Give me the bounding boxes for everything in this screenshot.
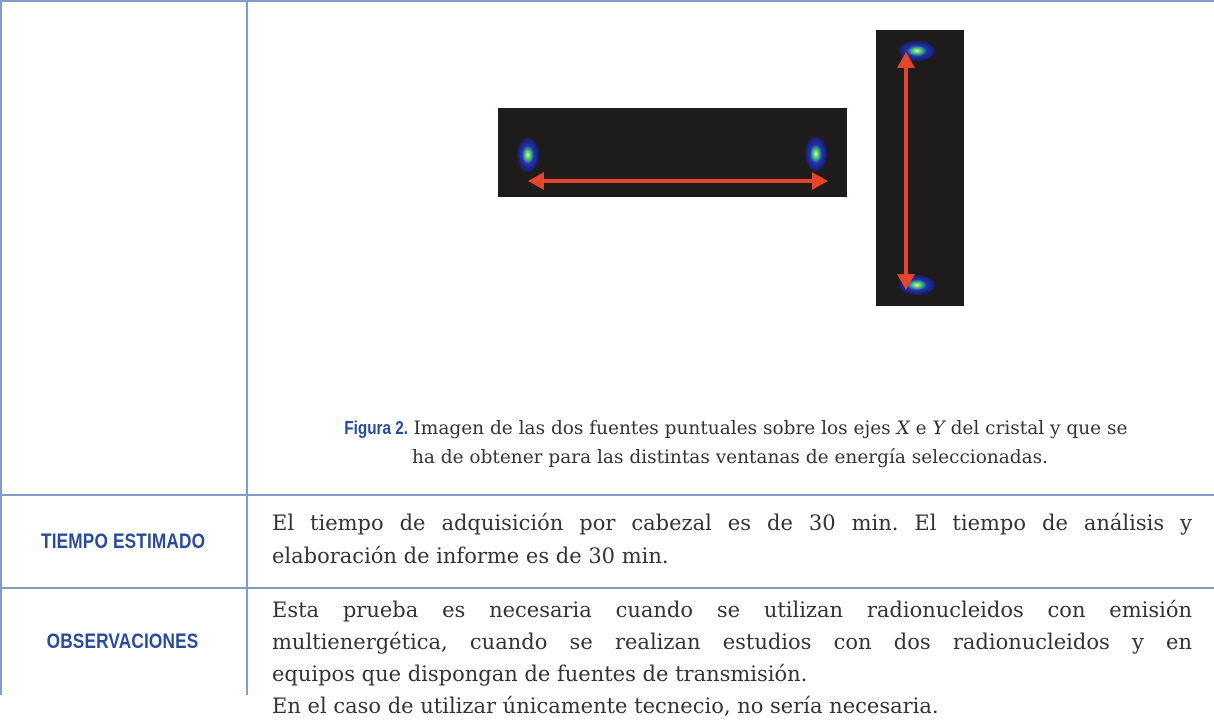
caption-conj: e (915, 418, 927, 439)
text-line: multienergética, cuando se realizan estu… (272, 630, 1192, 654)
caption-line-1: Figura 2. Imagen de las dos fuentes punt… (260, 414, 1200, 443)
row-divider-2 (0, 587, 1214, 589)
text-line: El tiempo de adquisición por cabezal es … (272, 511, 1192, 535)
text-line: Esta prueba es necesaria cuando se utili… (272, 598, 1192, 622)
figure-caption: Figura 2. Imagen de las dos fuentes punt… (260, 414, 1200, 472)
caption-text-a: Imagen de las dos fuentes puntuales sobr… (413, 418, 891, 439)
column-divider (246, 0, 248, 695)
figure-panel-vertical (876, 30, 964, 306)
point-source-left (517, 138, 539, 172)
horizontal-sources-graphic (517, 137, 828, 190)
caption-axis-y: Y (932, 418, 945, 439)
text-line: equipos que dispongan de fuentes de tran… (272, 662, 808, 686)
row-content-tiempo-estimado: El tiempo de adquisición por cabezal es … (272, 507, 1192, 573)
row-label-text: TIEMPO ESTIMADO (40, 529, 206, 553)
caption-line-2: ha de obtener para las distintas ventana… (411, 447, 1049, 468)
row-divider-1 (0, 494, 1214, 496)
text-line: elaboración de informe es de 30 min. (272, 544, 669, 568)
caption-label: Figura 2. (343, 418, 408, 438)
row-label-tiempo-estimado: TIEMPO ESTIMADO (0, 496, 246, 587)
point-source-right (805, 137, 827, 171)
caption-axis-x: X (896, 418, 910, 439)
figure-panel-horizontal (498, 108, 847, 197)
table-top-border (0, 0, 1214, 2)
caption-text-b: del cristal y que se (950, 418, 1128, 439)
vertical-sources-graphic (897, 41, 935, 295)
table-left-border (0, 0, 2, 695)
row-label-text: OBSERVACIONES (47, 630, 199, 653)
row-label-observaciones: OBSERVACIONES (0, 589, 246, 695)
row-content-observaciones: Esta prueba es necesaria cuando se utili… (272, 594, 1192, 722)
